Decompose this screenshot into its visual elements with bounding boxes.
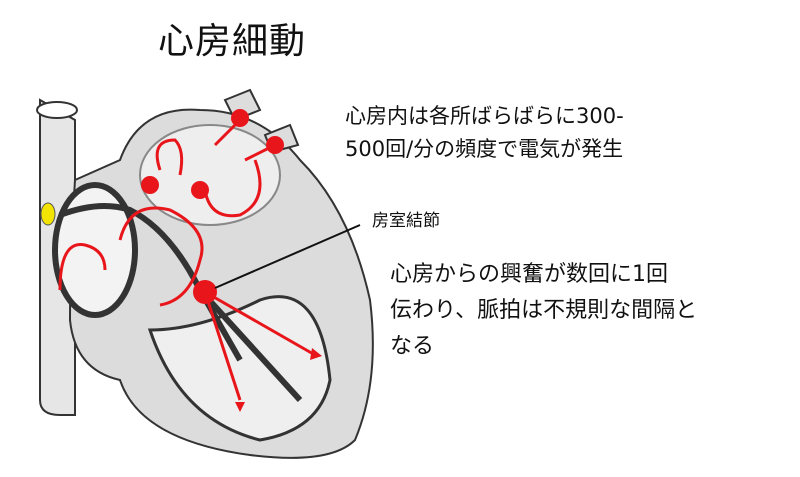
atrial-line-1: 心房内は各所ばらばらに300- xyxy=(345,104,624,128)
atrial-line-2: 500回/分の頻度で電気が発生 xyxy=(345,137,624,161)
av-node-label: 房室結節 xyxy=(372,211,440,231)
sa-node xyxy=(40,202,56,226)
conduction-line-1: 心房からの興奮が数回に1回 xyxy=(390,262,668,287)
av-node-pointer xyxy=(214,224,361,289)
conduction-line-2: 伝わり、脈拍は不規則な間隔と xyxy=(390,298,698,323)
excitation-arrows xyxy=(58,118,316,401)
conduction-line-3: なる xyxy=(390,334,435,359)
conduction-description: 心房からの興奮が数回に1回 伝わり、脈拍は不規則な間隔と なる xyxy=(390,257,790,365)
page-title: 心房細動 xyxy=(158,21,307,62)
left-atrium xyxy=(139,124,281,226)
atrial-description: 心房内は各所ばらばらに300- 500回/分の頻度で電気が発生 xyxy=(345,100,624,166)
av-node xyxy=(193,280,217,304)
ventricle xyxy=(147,295,332,442)
